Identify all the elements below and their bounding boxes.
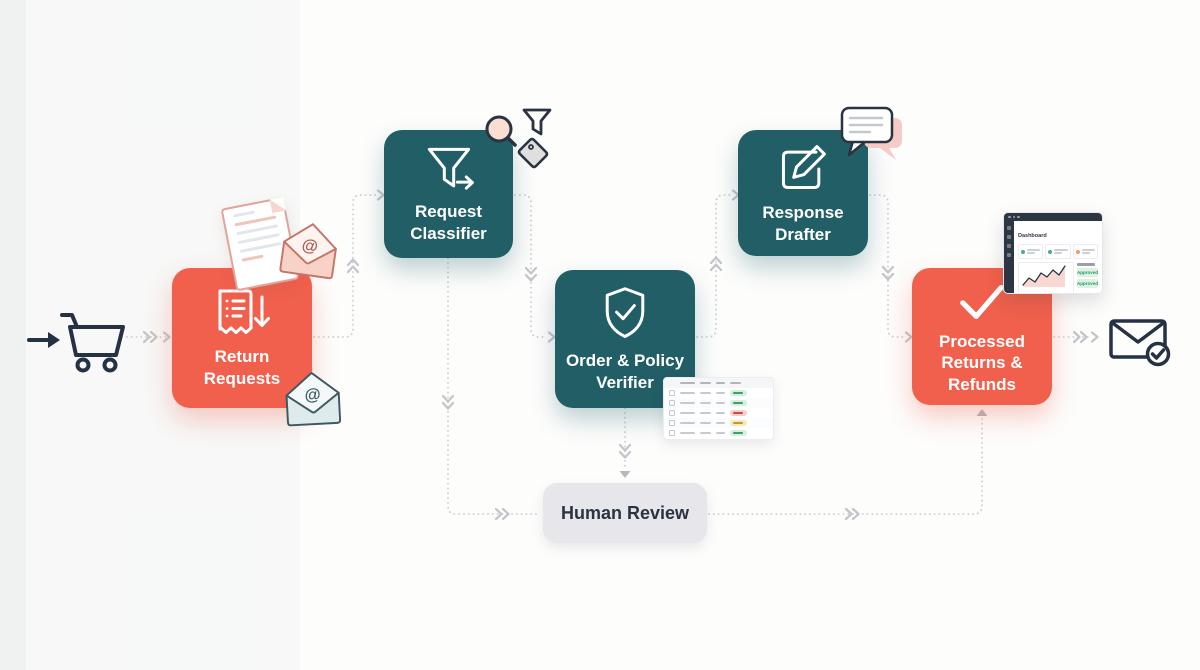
magnifier-icon [485, 115, 517, 147]
dashboard-sidebar [1004, 221, 1014, 293]
shopping-cart-icon [26, 301, 126, 378]
funnel-icon [522, 108, 552, 136]
window-titlebar [1004, 213, 1102, 221]
node-label: Human Review [560, 502, 690, 523]
shield-check-icon [605, 287, 645, 339]
at-symbol: @ [301, 236, 319, 256]
check-icon [960, 285, 1004, 320]
white-speech-bubble [840, 106, 894, 157]
speech-bubbles-icon [838, 104, 910, 173]
filter-classify-icon [427, 148, 474, 190]
node-label: Response Drafter [762, 203, 844, 244]
mini-dashboard-window: Dashboard App [1003, 212, 1103, 294]
at-symbol: @ [304, 386, 321, 405]
edit-pencil-icon [781, 145, 826, 190]
connector-classifier-to-verifier [514, 194, 548, 338]
table-row [664, 388, 773, 398]
node-response-drafter: Response Drafter [738, 130, 868, 256]
email-at-envelope-pink-icon: @ [276, 216, 342, 288]
table-row [664, 408, 773, 418]
node-order-policy-verifier: Order & Policy Verifier [555, 270, 695, 408]
node-request-classifier: Request Classifier [384, 130, 513, 258]
connector-drafter-to-processed [869, 194, 905, 338]
dashboard-title: Dashboard [1017, 233, 1047, 239]
classifier-decor-icons [484, 104, 554, 179]
table-header [664, 378, 773, 388]
mini-orders-table [663, 377, 774, 440]
table-row [664, 428, 773, 438]
table-row [664, 418, 773, 428]
node-return-requests: Return Requests [172, 268, 312, 408]
connector-chevrons [142, 189, 1099, 521]
email-sent-check-icon [1104, 310, 1176, 377]
table-row [664, 398, 773, 408]
status-badge [729, 400, 747, 406]
node-label: Return Requests [203, 347, 281, 388]
node-label: Request Classifier [410, 202, 487, 243]
approved-badge: Approved [1076, 268, 1098, 277]
stat-cards [1017, 244, 1099, 259]
node-label: Processed Returns & Refunds [939, 332, 1025, 394]
email-at-envelope-blue-icon: @ [282, 368, 343, 436]
approved-badge: Approved [1076, 279, 1098, 288]
connector-human-review-to-processed [708, 418, 983, 515]
status-badge [729, 410, 747, 416]
receipt-return-icon [218, 289, 270, 335]
node-human-review: Human Review [543, 483, 707, 543]
connector-classifier-to-human-review [447, 257, 539, 515]
tag-icon [517, 137, 549, 169]
status-badge [729, 390, 747, 396]
status-badge [729, 430, 747, 436]
line-chart [1017, 262, 1074, 293]
section-label [1076, 263, 1095, 266]
status-badge [729, 420, 747, 426]
folded-corner [269, 196, 287, 214]
node-label: Order & Policy Verifier [565, 351, 685, 392]
